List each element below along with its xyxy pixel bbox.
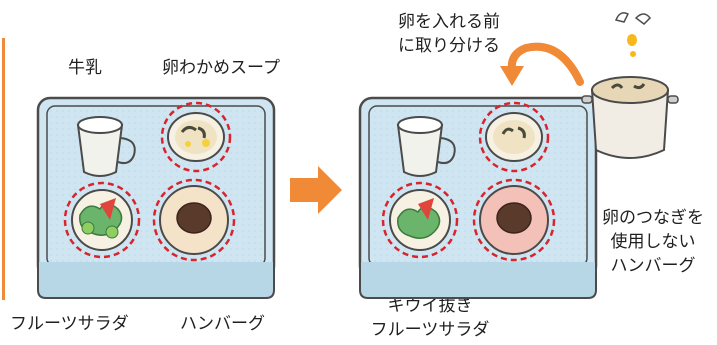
note-split-line2: に取り分ける (398, 36, 500, 56)
label-milk: 牛乳 (68, 58, 102, 78)
fruit-salad-before (63, 181, 141, 259)
milk-cup-after (396, 116, 456, 177)
label-eggless-hamburg-line2: 使用しない (610, 232, 696, 252)
label-eggless-hamburg-line3: ハンバーグ (610, 256, 696, 276)
left-accent-rule (2, 38, 5, 300)
label-kiwi-removed-line1: キウイ抜き (387, 296, 473, 316)
label-eggless-hamburg-line1: 卵のつなぎを (602, 208, 704, 228)
cracked-egg (614, 12, 651, 57)
kiwi-removed-salad-after (381, 181, 459, 259)
tray-after (358, 96, 598, 299)
label-hamburg: ハンバーグ (180, 314, 265, 334)
wakame-soup-after (478, 101, 550, 173)
note-split-line1: 卵を入れる前 (398, 12, 500, 32)
eggless-hamburg-after (472, 178, 556, 262)
arrow-before-after (290, 166, 342, 214)
egg-wakame-soup-before (160, 101, 232, 173)
label-fruit-salad: フルーツサラダ (10, 314, 129, 334)
curved-arrow-pot-to-soup (500, 42, 584, 86)
label-kiwi-removed-line2: フルーツサラダ (370, 320, 490, 340)
hamburg-before (152, 178, 236, 262)
milk-cup-before (76, 116, 136, 177)
soup-pot (581, 76, 679, 159)
label-egg-wakame-soup: 卵わかめスープ (162, 58, 280, 78)
